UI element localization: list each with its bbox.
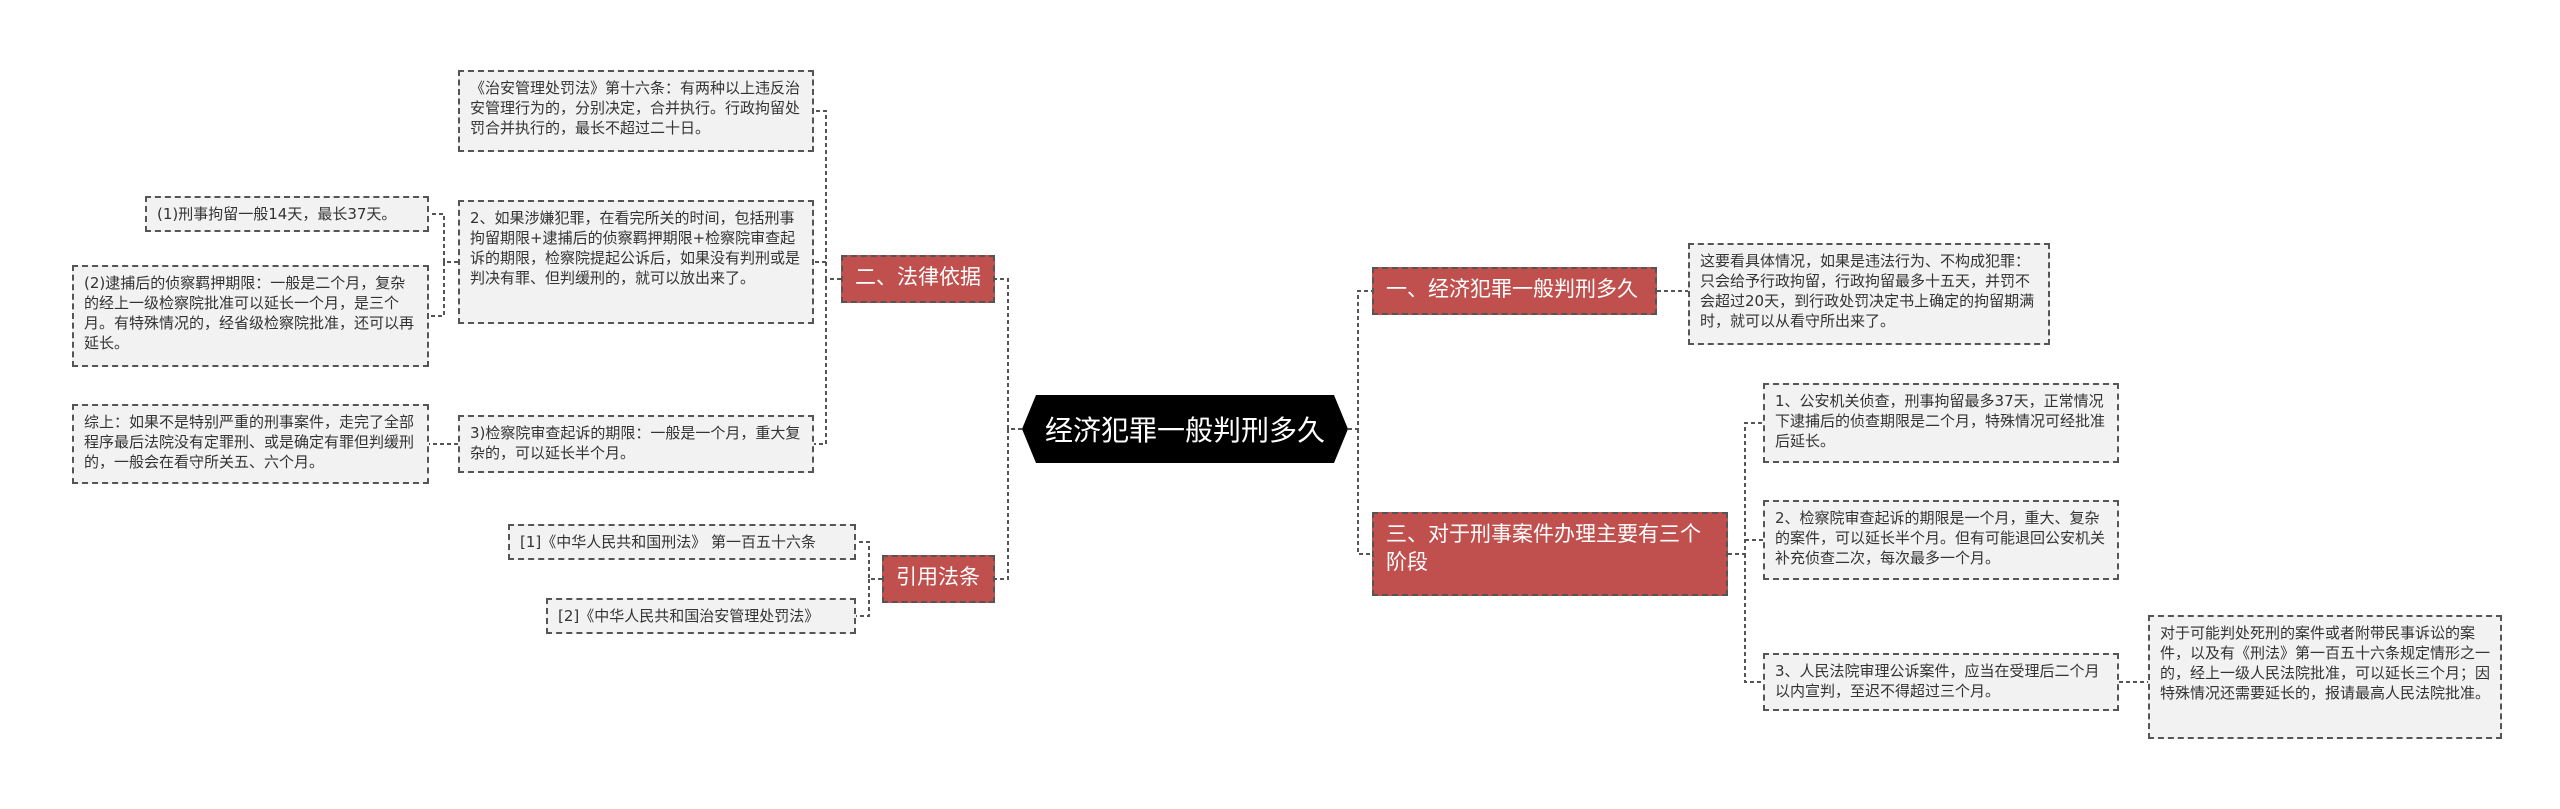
link-root-b2 (995, 278, 1022, 430)
root-node[interactable]: 经济犯罪一般判刑多久 (1022, 395, 1348, 463)
leaf-b3-3-child[interactable]: 对于可能判处死刑的案件或者附带民事诉讼的案件，以及有《刑法》第一百五十六条规定情… (2148, 615, 2502, 739)
link-b2-leaf2-child2 (429, 262, 445, 317)
leaf-b1[interactable]: 这要看具体情况，如果是违法行为、不构成犯罪：只会给予行政拘留，行政拘留最多十五天… (1688, 243, 2050, 345)
branch-b2[interactable]: 二、法律依据 (841, 255, 995, 303)
root-label: 经济犯罪一般判刑多久 (1044, 414, 1325, 447)
leaf-b4-1[interactable]: [1]《中华人民共和国刑法》 第一百五十六条 (508, 524, 856, 560)
link-b2-leaf1 (814, 110, 841, 280)
leaf-b3-2[interactable]: 2、检察院审查起诉的期限是一个月，重大、复杂的案件，可以延长半个月。但有可能退回… (1763, 500, 2119, 580)
branch-b4[interactable]: 引用法条 (882, 555, 995, 603)
branch-b3[interactable]: 三、对于刑事案件办理主要有三个阶段 (1372, 512, 1728, 596)
link-root-b1 (1348, 290, 1372, 430)
leaf-b2-3[interactable]: 3)检察院审查起诉的期限：一般是一个月，重大复杂的，可以延长半个月。 (458, 415, 814, 473)
leaf-b4-2[interactable]: [2]《中华人民共和国治安管理处罚法》 (546, 598, 856, 634)
link-root-b4 (995, 429, 1009, 580)
leaf-b3-1[interactable]: 1、公安机关侦查，刑事拘留最多37天，正常情况下逮捕后的侦查期限是二个月，特殊情… (1763, 383, 2119, 463)
link-b4-leaf1 (856, 541, 882, 580)
link-b2-leaf2-child1 (429, 213, 458, 263)
leaf-b2-3-child[interactable]: 综上：如果不是特别严重的刑事案件，走完了全部程序最后法院没有定罪刑、或是确定有罪… (72, 404, 429, 484)
link-b4-leaf2 (856, 579, 870, 617)
link-b3-leaf1 (1728, 422, 1763, 555)
leaf-b2-2[interactable]: 2、如果涉嫌犯罪，在看完所关的时间，包括刑事拘留期限+逮捕后的侦察羁押期限+检察… (458, 200, 814, 324)
branch-b1[interactable]: 一、经济犯罪一般判刑多久 (1372, 267, 1657, 315)
root-shape (1022, 395, 1348, 463)
leaf-b2-2-child1[interactable]: (1)刑事拘留一般14天，最长37天。 (145, 196, 429, 232)
leaf-b2-1[interactable]: 《治安管理处罚法》第十六条：有两种以上违反治安管理行为的，分别决定，合并执行。行… (458, 70, 814, 152)
leaf-b2-2-child2[interactable]: (2)逮捕后的侦察羁押期限：一般是二个月，复杂的经上一级检察院批准可以延长一个月… (72, 265, 429, 367)
link-b2-leaf3 (814, 279, 827, 445)
link-root-b3 (1357, 429, 1372, 555)
leaf-b3-3[interactable]: 3、人民法院审理公诉案件，应当在受理后二个月以内宣判，至迟不得超过三个月。 (1763, 653, 2119, 711)
link-b3-leaf3 (1744, 554, 1763, 683)
